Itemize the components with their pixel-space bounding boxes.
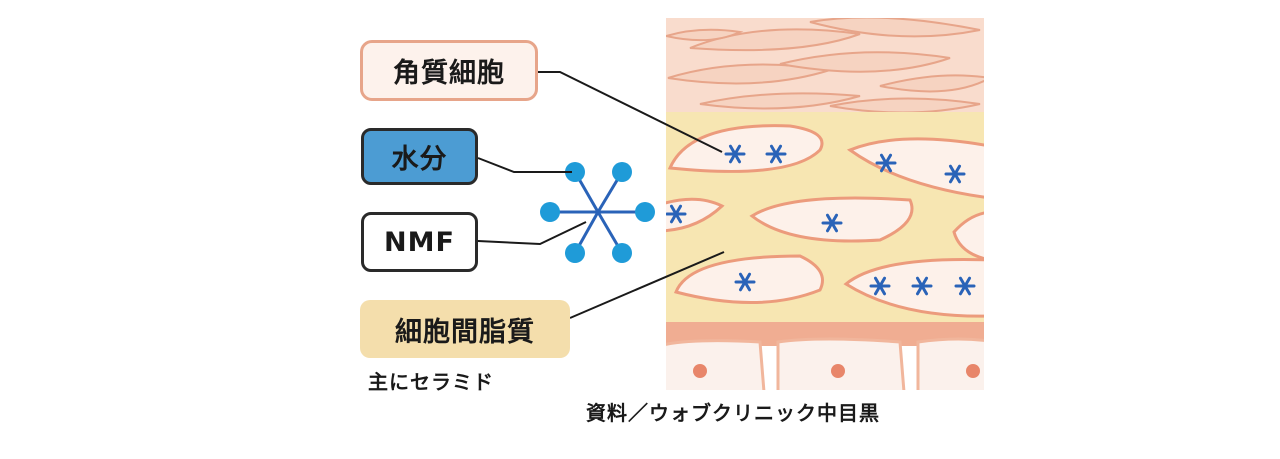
- skin-block: [666, 18, 984, 390]
- water-label: 水分: [361, 128, 478, 185]
- intercellular-lipid-label: 細胞間脂質: [360, 300, 570, 358]
- ceramide-note: 主にセラミド: [368, 370, 494, 394]
- nmf-label: NMF: [361, 212, 478, 272]
- nmf-molecule-icon: [540, 162, 655, 263]
- nuclei: [693, 364, 980, 378]
- leader-lines: [477, 71, 725, 319]
- source-caption: 資料／ウォブクリニック中目黒: [586, 401, 880, 425]
- corneocyte-label: 角質細胞: [360, 40, 538, 101]
- flakes: [666, 18, 984, 114]
- living-cells: [666, 337, 984, 390]
